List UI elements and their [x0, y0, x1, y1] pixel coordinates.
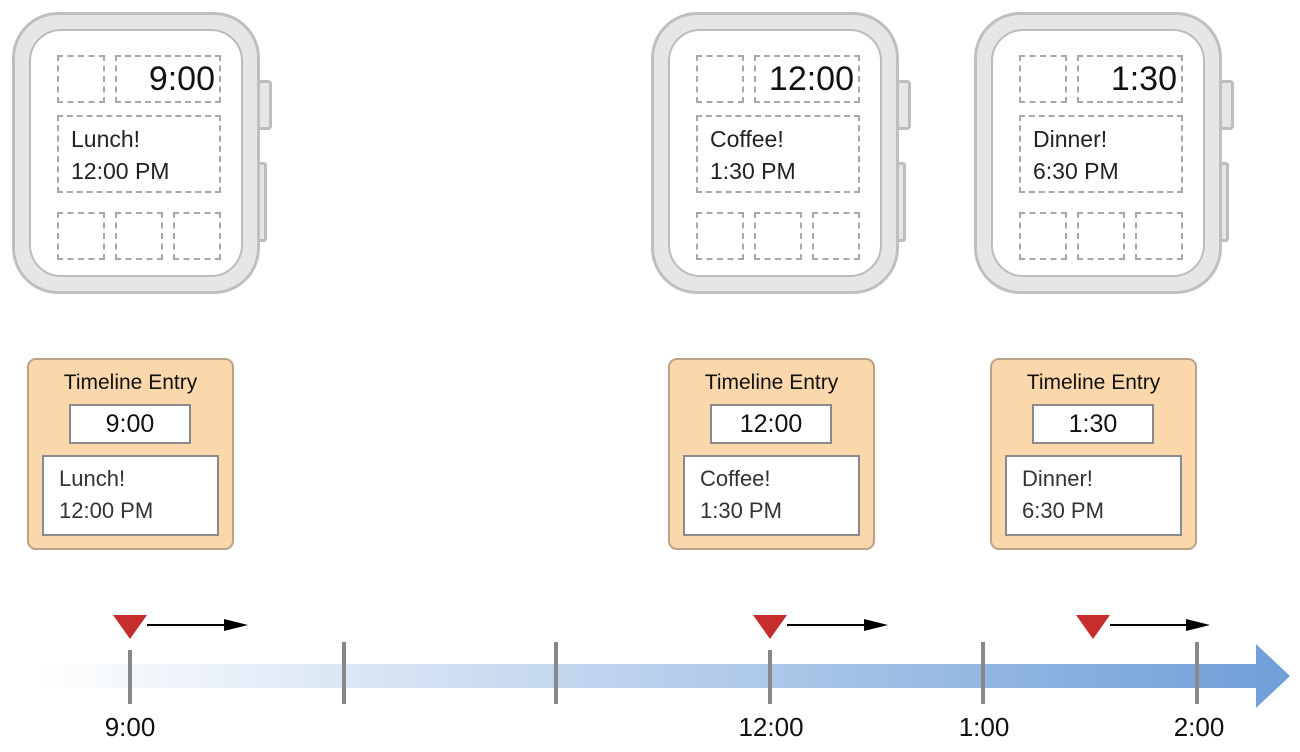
timeline-entry-1: Timeline Entry 9:00 Lunch! 12:00 PM [27, 358, 234, 550]
marker-2 [753, 615, 888, 639]
entry-message-line2: 12:00 PM [59, 498, 154, 523]
entry-message: Lunch! 12:00 PM [42, 455, 219, 536]
red-triangle-marker-icon [753, 615, 787, 639]
entry-title: Timeline Entry [1026, 371, 1161, 394]
arrowhead-icon [1186, 619, 1210, 631]
watch-message-line1: Coffee! [710, 126, 784, 152]
entry-message-line2: 1:30 PM [700, 498, 782, 523]
complication-slot [812, 212, 860, 260]
complication-slot [754, 212, 802, 260]
marker-1 [113, 615, 248, 639]
timeline-svg [40, 615, 1290, 708]
entry-title: Timeline Entry [63, 371, 198, 394]
watch-message: Dinner! 6:30 PM [1019, 115, 1183, 193]
tick-label-9-00: 9:00 [104, 712, 156, 742]
watch-message-line2: 6:30 PM [1033, 158, 1119, 184]
red-triangle-marker-icon [1076, 615, 1110, 639]
arrowhead-icon [224, 619, 248, 631]
watch-message-line1: Dinner! [1033, 126, 1108, 152]
entry-message-line1: Coffee! [700, 466, 771, 491]
complication-slot [115, 212, 163, 260]
watch-message: Coffee! 1:30 PM [696, 115, 860, 193]
complication-slot [1077, 212, 1125, 260]
tick-label-2-00: 2:00 [1173, 712, 1225, 742]
timeline-entry-3: Timeline Entry 1:30 Dinner! 6:30 PM [990, 358, 1197, 550]
watch-time: 12:00 [754, 55, 860, 103]
complication-slot [696, 55, 744, 103]
watch-screen: 1:30 Dinner! 6:30 PM [991, 29, 1205, 277]
timeline-arrow [40, 644, 1290, 708]
red-triangle-marker-icon [113, 615, 147, 639]
watch-screen: 9:00 Lunch! 12:00 PM [29, 29, 243, 277]
marker-3 [1076, 615, 1210, 639]
entry-title: Timeline Entry [704, 371, 839, 394]
watch-message: Lunch! 12:00 PM [57, 115, 221, 193]
complication-slot [696, 212, 744, 260]
entry-time: 9:00 [69, 404, 191, 444]
watch-time: 9:00 [115, 55, 221, 103]
arrowhead-icon [864, 619, 888, 631]
complication-slot [1135, 212, 1183, 260]
entry-message: Dinner! 6:30 PM [1005, 455, 1182, 536]
watch-time: 1:30 [1077, 55, 1183, 103]
watch-face-1: 9:00 Lunch! 12:00 PM [12, 12, 272, 294]
watch-bezel: 1:30 Dinner! 6:30 PM [974, 12, 1222, 294]
complication-slot [57, 55, 105, 103]
entry-message: Coffee! 1:30 PM [683, 455, 860, 536]
timeline-entry-2: Timeline Entry 12:00 Coffee! 1:30 PM [668, 358, 875, 550]
complication-slot [1019, 55, 1067, 103]
watch-bezel: 12:00 Coffee! 1:30 PM [651, 12, 899, 294]
watch-message-line2: 1:30 PM [710, 158, 796, 184]
complication-slot [1019, 212, 1067, 260]
entry-time: 1:30 [1032, 404, 1154, 444]
watch-bezel: 9:00 Lunch! 12:00 PM [12, 12, 260, 294]
tick-label-12-00: 12:00 [738, 712, 804, 742]
watch-screen: 12:00 Coffee! 1:30 PM [668, 29, 882, 277]
timeline: 9:00 12:00 1:00 2:00 [0, 600, 1300, 752]
watch-face-3: 1:30 Dinner! 6:30 PM [974, 12, 1234, 294]
watch-message-line2: 12:00 PM [71, 158, 170, 184]
entry-time: 12:00 [710, 404, 832, 444]
tick-label-1-00: 1:00 [958, 712, 1010, 742]
complication-slot [173, 212, 221, 260]
entry-message-line1: Lunch! [59, 466, 126, 491]
watch-face-2: 12:00 Coffee! 1:30 PM [651, 12, 911, 294]
complication-slot [57, 212, 105, 260]
entry-message-line2: 6:30 PM [1022, 498, 1104, 523]
entry-message-line1: Dinner! [1022, 466, 1093, 491]
watch-message-line1: Lunch! [71, 126, 141, 152]
